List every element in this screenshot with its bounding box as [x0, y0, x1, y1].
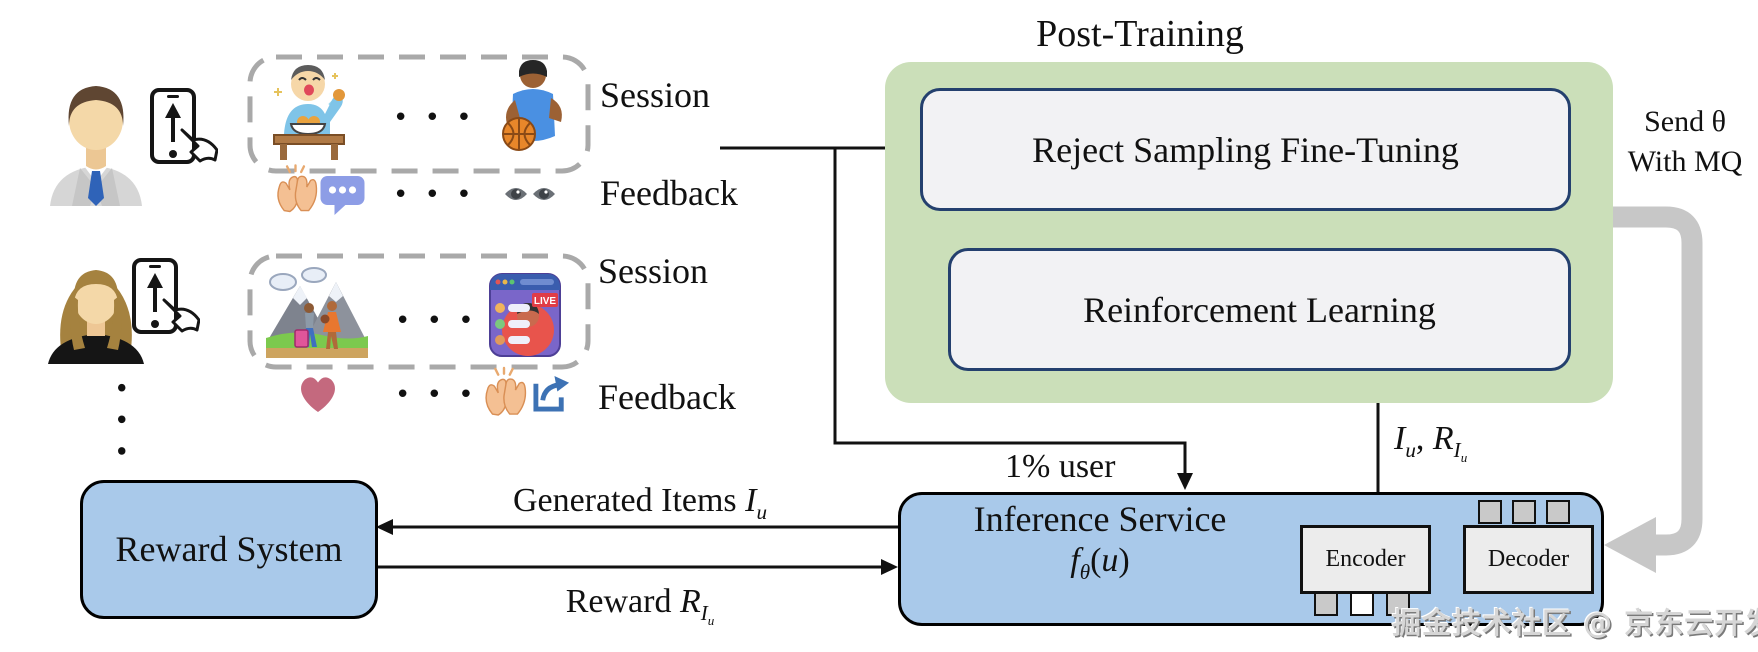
session-label-2: Session [598, 251, 709, 291]
generated-items-label: Generated Items Iu [512, 482, 768, 524]
reward-system-box: Reward System [80, 480, 378, 619]
woman-avatar-icon [48, 270, 144, 364]
iu-riu-label: Iu, RIu [1394, 420, 1468, 465]
inference-service-label: Inference Service fθ(u) [905, 499, 1295, 584]
mq-arrowhead [1604, 517, 1656, 573]
chip-square [1350, 592, 1374, 616]
basketball-player-icon [502, 60, 562, 151]
chip-square [1546, 500, 1570, 524]
feedback-ellipsis-1: • • • [393, 180, 476, 210]
travel-hiking-icon [266, 267, 368, 358]
post-training-title: Post-Training [1036, 13, 1244, 55]
chip-square [1512, 500, 1536, 524]
chip-square [1386, 592, 1410, 616]
hand-cursor-icon [162, 298, 200, 333]
clapping-hands-icon [485, 366, 527, 416]
chip-square [1478, 500, 1502, 524]
hand-cursor-icon [180, 128, 218, 163]
live-badge [532, 293, 558, 307]
phone-upload-icon [132, 258, 200, 334]
live-stream-icon: LIVE [489, 273, 561, 357]
more-users-ellipsis: • • • [105, 380, 135, 463]
clapping-hands-icon [277, 164, 318, 213]
chip-square [1314, 592, 1338, 616]
man-avatar-icon [50, 86, 142, 206]
person-eating-icon [273, 65, 345, 160]
feedback-ellipsis-2: • • • [395, 380, 478, 410]
arrowhead-reward-system [376, 519, 393, 535]
session-label-1: Session [600, 75, 711, 115]
reject-sampling-label: Reject Sampling Fine-Tuning [1032, 129, 1459, 170]
feedback-label-1: Feedback [600, 173, 738, 213]
encoder-box: Encoder [1300, 525, 1431, 594]
mq-arrow-path [1613, 206, 1703, 556]
encoder-label: Encoder [1325, 546, 1406, 572]
eyes-icon [505, 188, 555, 200]
reject-sampling-box: Reject Sampling Fine-Tuning [920, 88, 1571, 211]
send-theta-mq-label: Send θ With MQ [1627, 105, 1743, 178]
live-badge-text: LIVE [534, 296, 557, 307]
decoder-label: Decoder [1487, 546, 1570, 572]
comment-dots-bubble-icon [320, 176, 365, 215]
phone-upload-icon [150, 88, 218, 164]
one-percent-user-label: 1% user [1005, 448, 1116, 485]
reward-system-label: Reward System [115, 528, 343, 569]
watermark: 掘金技术社区 @ 京东云开发者 [1392, 606, 1758, 640]
session-ellipsis-1: • • • [393, 103, 476, 133]
f-theta-u-label: fθ(u) [1070, 541, 1130, 584]
reinforcement-learning-label: Reinforcement Learning [1083, 289, 1436, 330]
heart-icon [301, 377, 335, 412]
share-arrow-icon [533, 375, 570, 412]
reinforcement-learning-box: Reinforcement Learning [948, 248, 1571, 371]
reward-label: Reward RIu [565, 583, 715, 628]
arrowhead-inference [881, 559, 898, 575]
decoder-box: Decoder [1463, 525, 1594, 594]
feedback-label-2: Feedback [598, 377, 736, 417]
session-ellipsis-2: • • • [395, 306, 478, 336]
